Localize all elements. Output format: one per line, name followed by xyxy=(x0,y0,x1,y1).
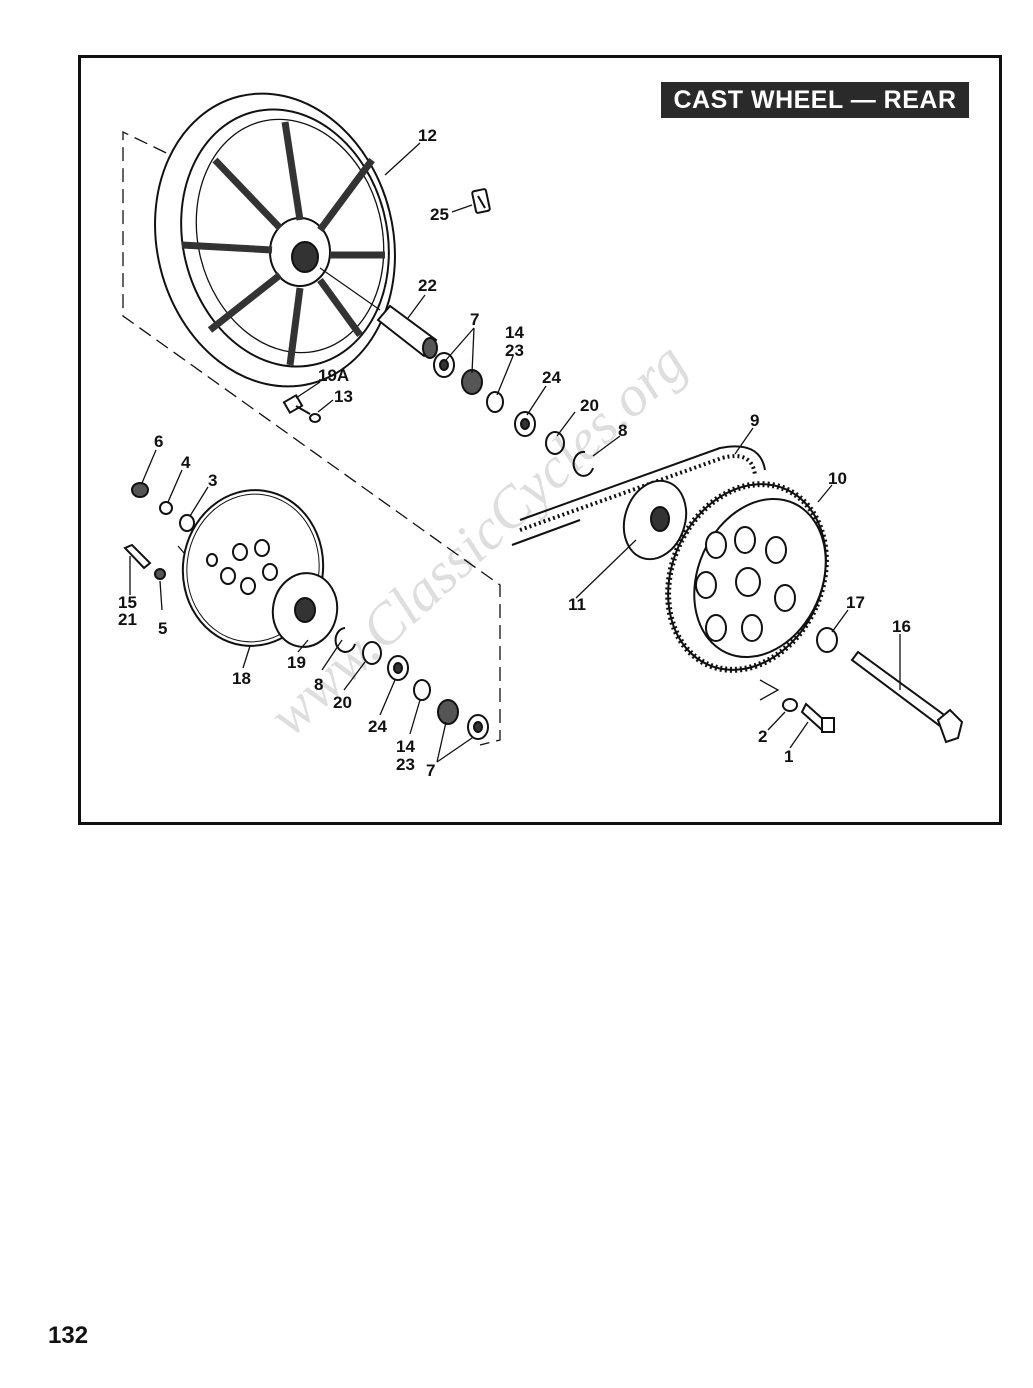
callout-20-upper: 20 xyxy=(580,396,599,415)
callout-18: 18 xyxy=(232,669,251,688)
callout-17: 17 xyxy=(846,593,865,612)
callout-24-upper: 24 xyxy=(542,368,561,387)
callout-22: 22 xyxy=(418,276,437,295)
callout-8-upper: 8 xyxy=(618,421,627,440)
axle-16 xyxy=(850,650,964,744)
callout-25: 25 xyxy=(430,205,449,224)
callout-19a: 19A xyxy=(318,366,349,385)
bolt-1 xyxy=(782,698,835,733)
callout-11: 11 xyxy=(568,595,586,614)
spacer-17 xyxy=(816,627,838,653)
page-number: 132 xyxy=(48,1322,89,1349)
callout-4: 4 xyxy=(181,453,191,472)
callout-7-upper: 7 xyxy=(470,310,479,329)
disc-adapter xyxy=(271,572,339,648)
callout-13: 13 xyxy=(334,387,353,406)
callout-20-lower: 20 xyxy=(333,693,352,712)
callout-6: 6 xyxy=(154,432,163,451)
disc-hardware xyxy=(123,482,195,580)
leader-lines xyxy=(129,142,901,763)
callout-2: 2 xyxy=(758,727,767,746)
callout-12: 12 xyxy=(418,126,437,145)
callout-19: 19 xyxy=(287,653,306,672)
diagram-frame xyxy=(78,55,1002,825)
drive-belt xyxy=(511,445,766,546)
callout-16: 16 xyxy=(892,617,911,636)
diagram-title: CAST WHEEL — REAR xyxy=(661,82,969,118)
clip-25 xyxy=(471,188,491,214)
pulley-flange xyxy=(622,479,688,561)
callout-10: 10 xyxy=(828,469,847,488)
callout-7-lower: 7 xyxy=(426,761,435,780)
callout-labels: 12 25 22 7 14 23 24 20 8 9 10 19A 13 6 4… xyxy=(118,126,911,780)
bearing-stack-lower xyxy=(334,627,489,740)
callout-8-lower: 8 xyxy=(314,675,323,694)
bolt-19a xyxy=(282,393,321,423)
callout-15: 15 xyxy=(118,593,137,612)
callout-23-upper: 23 xyxy=(505,341,524,360)
callout-14-lower: 14 xyxy=(396,737,415,756)
callout-14-upper: 14 xyxy=(505,323,524,342)
callout-9: 9 xyxy=(750,411,759,430)
callout-5: 5 xyxy=(158,619,167,638)
cast-wheel xyxy=(154,92,396,388)
callout-24-lower: 24 xyxy=(368,717,387,736)
callout-1: 1 xyxy=(784,747,793,766)
callout-21: 21 xyxy=(118,610,137,629)
callout-23-lower: 23 xyxy=(396,755,415,774)
rear-pulley xyxy=(665,481,829,673)
callout-3: 3 xyxy=(208,471,217,490)
axle-spacer xyxy=(319,267,438,359)
